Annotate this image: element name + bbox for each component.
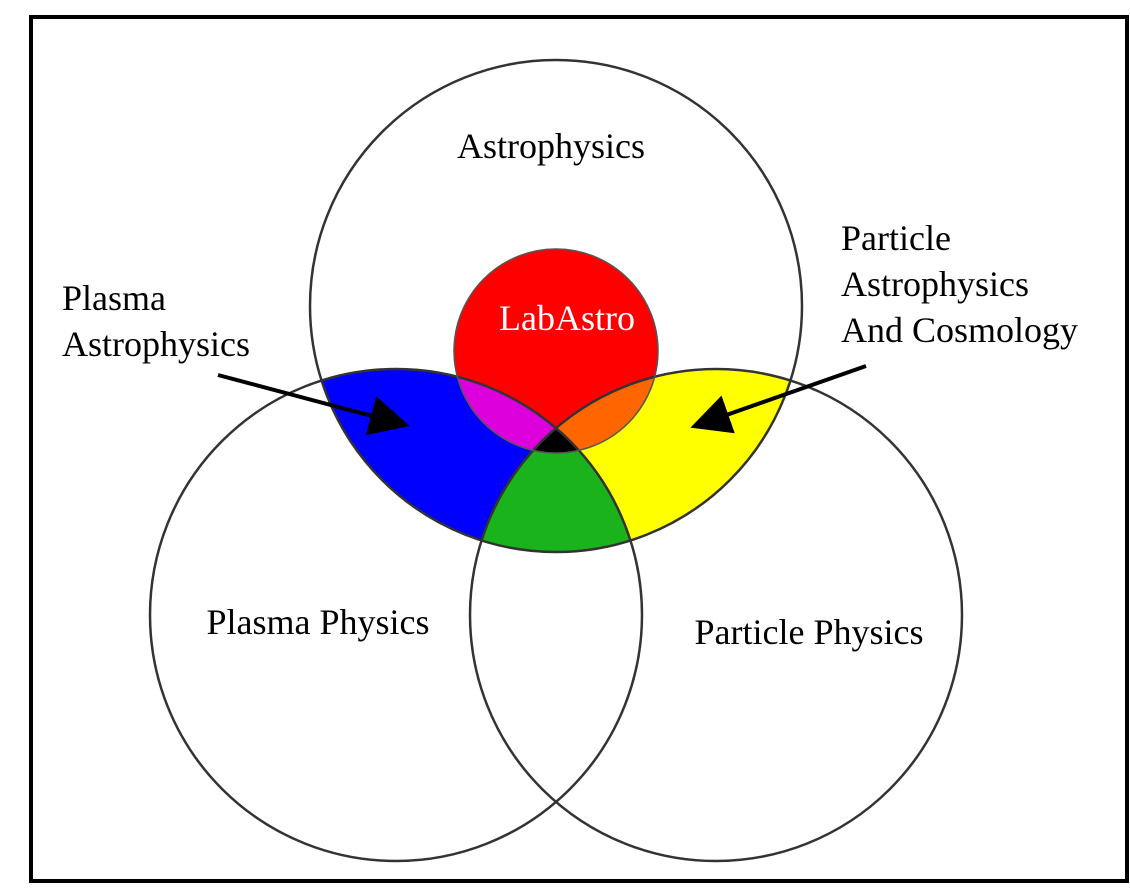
labastro-circle-outline (453, 248, 659, 454)
label-particle-astrophysics-line1: Particle (841, 218, 951, 258)
label-astrophysics: Astrophysics (457, 126, 645, 166)
particle-physics-circle (468, 367, 964, 863)
label-particle-astrophysics-line2: Astrophysics (841, 264, 1029, 304)
label-plasma-astrophysics-line1: Plasma (62, 278, 166, 318)
plasma-physics-circle (148, 367, 644, 863)
arrow-particle-astrophysics (690, 364, 867, 434)
diagram-frame (29, 15, 1129, 883)
label-labastro: LabAstro (499, 298, 635, 338)
label-particle-physics: Particle Physics (695, 612, 924, 652)
label-plasma-physics: Plasma Physics (206, 602, 429, 642)
region-plasma-particle-astro (470, 369, 642, 552)
astrophysics-circle (308, 58, 804, 554)
arrow-plasma-astrophysics (217, 373, 410, 436)
label-plasma-astrophysics-line2: Astrophysics (62, 324, 250, 364)
label-particle-astrophysics-line3: And Cosmology (841, 310, 1078, 350)
